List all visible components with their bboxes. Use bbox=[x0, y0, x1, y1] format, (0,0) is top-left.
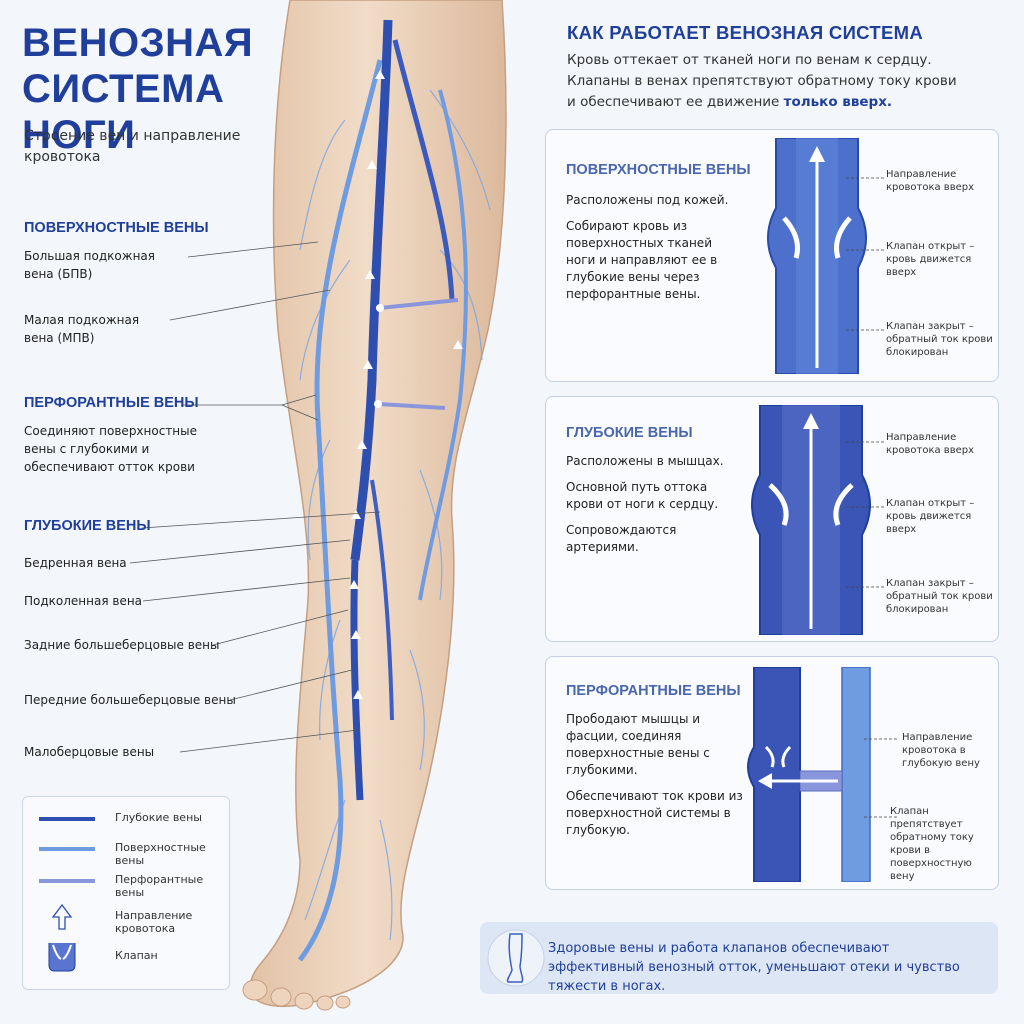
title-line-1: ВЕНОЗНАЯ bbox=[22, 21, 254, 65]
legend-flow: Направление кровотока bbox=[37, 901, 227, 935]
perforator-veins-heading: ПЕРФОРАНТНЫЕ ВЕНЫ bbox=[24, 395, 199, 411]
footer-text: Здоровые вены и работа клапанов обеспечи… bbox=[548, 941, 960, 994]
panel-perforator-text: Прободают мышцы и фасции, соединяя повер… bbox=[566, 712, 743, 837]
footer-note: Здоровые вены и работа клапанов обеспечи… bbox=[480, 922, 998, 994]
page-subtitle: Строение вен и направление кровотока bbox=[24, 128, 241, 165]
panel-perforator-heading: ПЕРФОРАНТНЫЕ ВЕНЫ bbox=[566, 683, 741, 699]
panel-superficial: ПОВЕРХНОСТНЫЕ ВЕНЫ Расположены под кожей… bbox=[545, 129, 999, 382]
panel-deep-label-3: Клапан закрыт – обратный ток крови блоки… bbox=[886, 578, 993, 615]
small-saphenous-vein bbox=[418, 89, 468, 601]
lower-deep-veins bbox=[350, 559, 364, 801]
great-saphenous-vein bbox=[297, 59, 383, 962]
perforator-desc: Соединяют поверхностные вены с глубокими… bbox=[24, 424, 198, 474]
popliteal-vein-label: Подколенная вена bbox=[24, 594, 143, 608]
toes bbox=[242, 979, 351, 1011]
femoral-vein-label: Бедренная вена bbox=[24, 556, 127, 570]
panel-deep: ГЛУБОКИЕ ВЕНЫ Расположены в мышцах. Осно… bbox=[545, 396, 999, 642]
deep-vein-diagram bbox=[751, 405, 871, 635]
deep-veins-heading: ГЛУБОКИЕ ВЕНЫ bbox=[24, 518, 151, 534]
femoral-vein bbox=[350, 19, 393, 561]
intro-emphasis: только вверх. bbox=[783, 94, 893, 110]
valve-icon bbox=[48, 943, 76, 972]
leg-icon bbox=[487, 929, 545, 987]
panel-superficial-text: Расположены под кожей. Собирают кровь из… bbox=[566, 193, 729, 301]
leader-lines bbox=[129, 241, 381, 753]
ssv-label: Малая подкожная вена (МПВ) bbox=[24, 313, 140, 345]
title-line-2: СИСТЕМА НОГИ bbox=[22, 67, 225, 157]
peroneal-label: Малоберцовые вены bbox=[24, 745, 155, 759]
superficial-veins-heading: ПОВЕРХНОСТНЫЕ ВЕНЫ bbox=[24, 220, 209, 236]
perforator-vein-upper bbox=[379, 298, 459, 310]
gsv-label: Большая подкожная вена (БПВ) bbox=[24, 249, 155, 281]
panel-deep-label-2: Клапан открыт – кровь движется вверх bbox=[886, 498, 975, 535]
perforator-vein-diagram bbox=[747, 667, 871, 882]
panel-superficial-label-2: Клапан открыт – кровь движется вверх bbox=[886, 241, 975, 278]
panel-superficial-label-3: Клапан закрыт – обратный ток крови блоки… bbox=[886, 321, 993, 358]
panel-superficial-heading: ПОВЕРХНОСТНЫЕ ВЕНЫ bbox=[566, 162, 751, 178]
panel-deep-label-1: Направление кровотока вверх bbox=[886, 432, 975, 456]
panel-deep-text: Расположены в мышцах. Основной путь отто… bbox=[566, 454, 724, 554]
anterior-tibial-label: Передние большеберцовые вены bbox=[24, 693, 236, 707]
leg-illustration bbox=[129, 0, 507, 1011]
legend-valve: Клапан bbox=[37, 939, 227, 973]
panel-perforator-leaders bbox=[864, 738, 898, 818]
perforator-vein-lower bbox=[377, 402, 446, 410]
panel-superficial-leaders bbox=[846, 177, 884, 331]
legend-superficial: Поверхностные вены bbox=[39, 841, 206, 867]
panel-superficial-label-1: Направление кровотока вверх bbox=[886, 169, 975, 193]
page-title: ВЕНОЗНАЯ СИСТЕМА НОГИ bbox=[22, 20, 292, 158]
flow-arrows bbox=[349, 70, 463, 699]
arrow-up-icon bbox=[51, 903, 73, 930]
panel-deep-leaders bbox=[846, 441, 884, 588]
panel-perforator: ПЕРФОРАНТНЫЕ ВЕНЫ Прободают мышцы и фасц… bbox=[545, 656, 999, 890]
panel-perforator-label-2: Клапан препятствует обратному току крови… bbox=[890, 806, 974, 882]
right-title: КАК РАБОТАЕТ ВЕНОЗНАЯ СИСТЕМА bbox=[567, 22, 923, 43]
legend-perforator: Перфорантные вены bbox=[39, 873, 204, 899]
legend: Глубокие вены Поверхностные вены Перфора… bbox=[22, 796, 230, 990]
legend-deep: Глубокие вены bbox=[39, 811, 202, 824]
panel-perforator-label-1: Направление кровотока в глубокую вену bbox=[902, 732, 980, 769]
superficial-vein-diagram bbox=[767, 138, 867, 374]
posterior-tibial-label: Задние большеберцовые вены bbox=[24, 638, 220, 652]
panel-deep-heading: ГЛУБОКИЕ ВЕНЫ bbox=[566, 425, 693, 441]
right-intro: Кровь оттекает от тканей ноги по венам к… bbox=[567, 52, 957, 110]
